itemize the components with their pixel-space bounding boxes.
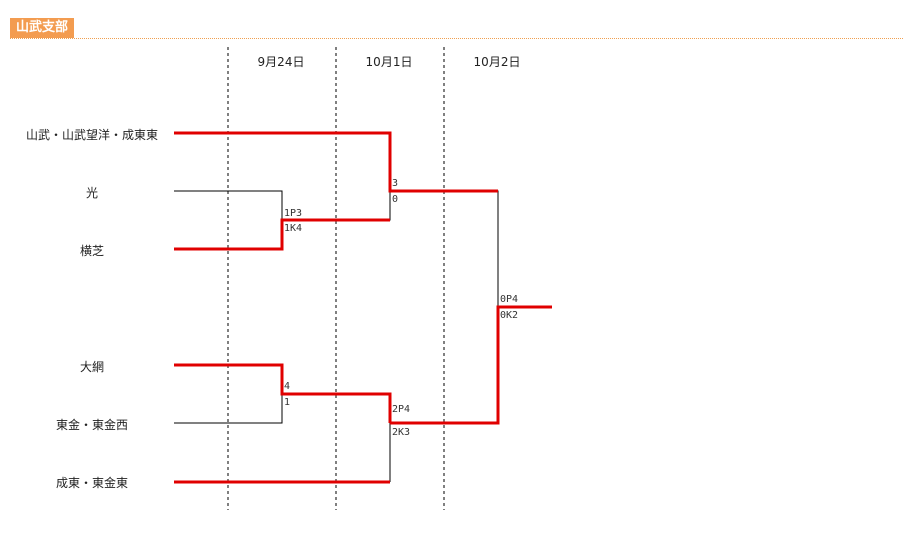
team-name: 大網: [79, 360, 104, 374]
match-score-top: 1P3: [284, 208, 303, 219]
match-score-top: 0P4: [500, 294, 519, 305]
team-name: 山武・山武望洋・成東東: [25, 128, 158, 142]
match-score-top: 3: [392, 178, 399, 189]
section-header: 山武支部: [10, 18, 903, 39]
match-score-top: 4: [284, 381, 291, 392]
round-date-1: 9月24日: [257, 55, 305, 69]
team-name: 成東・東金東: [55, 476, 128, 490]
team-name: 東金・東金西: [55, 418, 128, 432]
round-date-2: 10月1日: [365, 55, 413, 69]
section-title: 山武支部: [10, 18, 75, 38]
bracket-line-loser: [174, 190, 283, 220]
bracket-line-winner: [390, 305, 552, 425]
bracket-line-winner: [174, 363, 392, 423]
bracket-line-winner: [174, 131, 498, 193]
bracket-line-winner: [174, 218, 390, 251]
team-name: 横芝: [79, 244, 104, 258]
team-name: 光: [85, 186, 98, 200]
match-score-bottom: 1K4: [284, 223, 303, 234]
match-score-bottom: 2K3: [392, 427, 411, 438]
match-score-bottom: 0K2: [500, 310, 519, 321]
match-score-bottom: 0: [392, 194, 399, 205]
bracket-line-loser: [174, 394, 283, 424]
match-score-top: 2P4: [392, 404, 411, 415]
match-score-bottom: 1: [284, 397, 291, 408]
round-date-3: 10月2日: [473, 55, 521, 69]
